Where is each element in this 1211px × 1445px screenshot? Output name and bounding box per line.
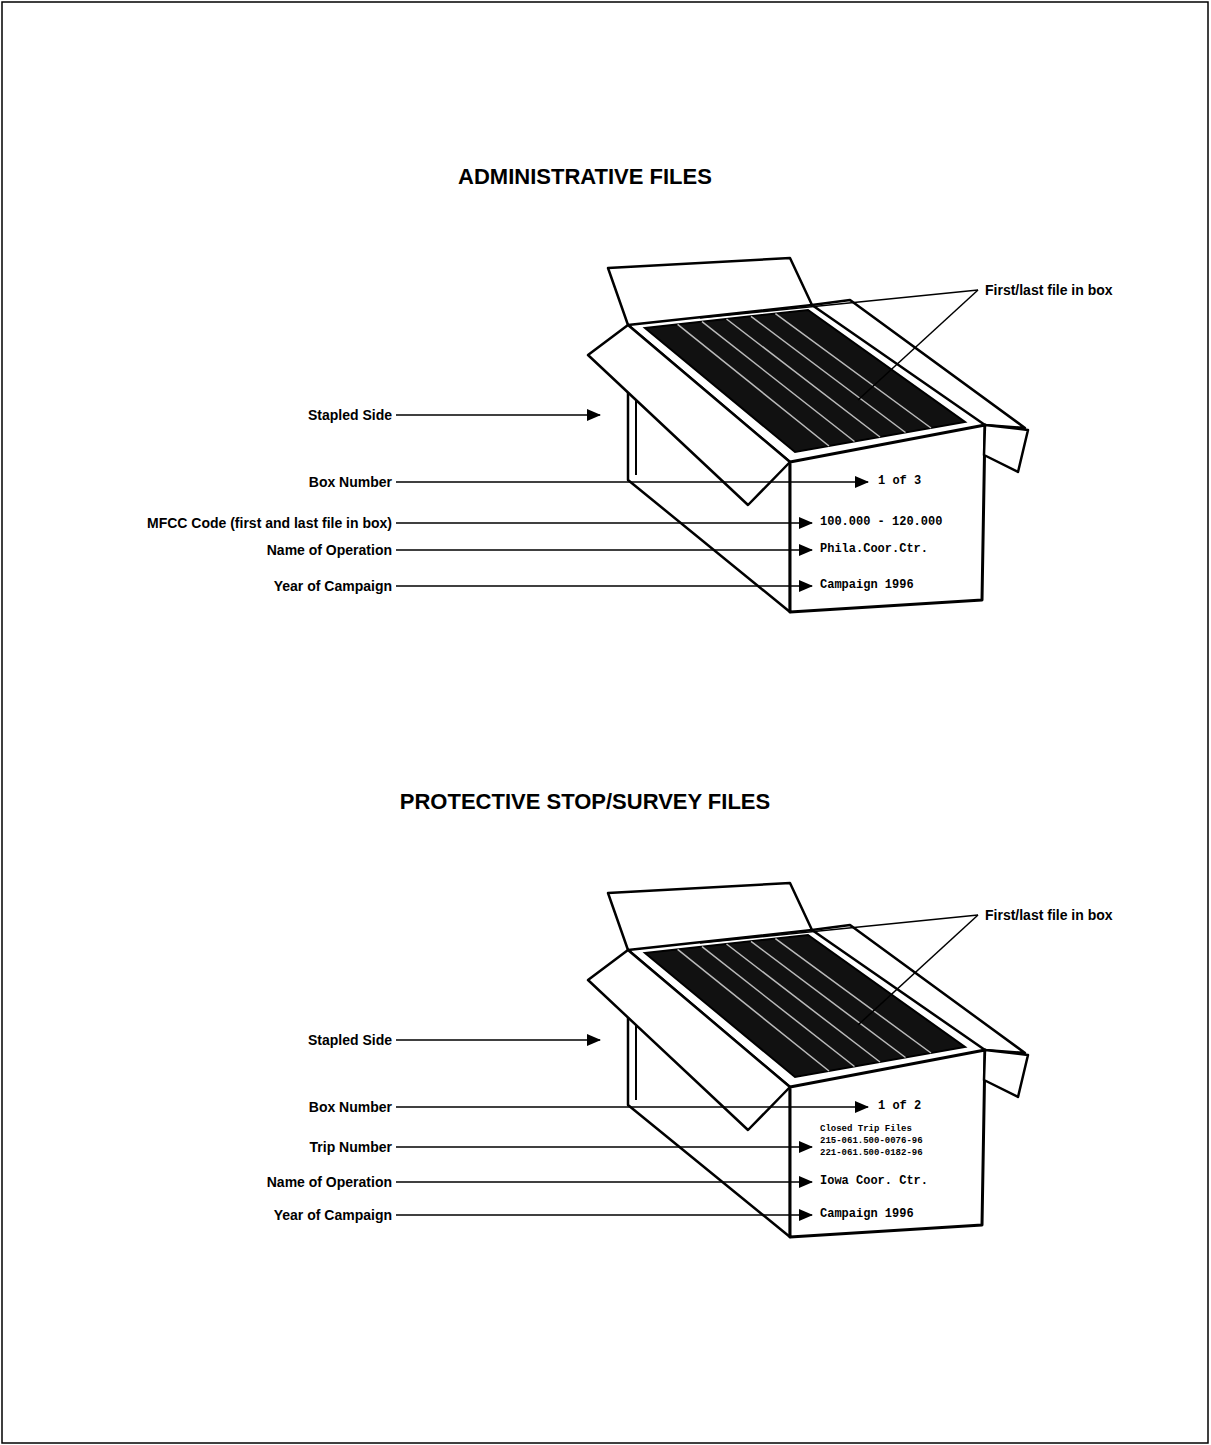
callout-label: First/last file in box [985,282,1113,298]
operation-name: Iowa Coor. Ctr. [820,1175,928,1189]
callout-label: Name of Operation [267,1174,392,1190]
callout-label: First/last file in box [985,907,1113,923]
leader-arrow [396,1214,812,1216]
callout-label: Name of Operation [267,542,392,558]
callout-label: Stapled Side [308,1032,392,1048]
file-box [588,883,1028,1237]
callout-label: Year of Campaign [274,578,392,594]
leader-arrow [396,1146,812,1148]
callout-label: MFCC Code (first and last file in box) [147,515,392,531]
section-heading: PROTECTIVE STOP/SURVEY FILES [400,789,770,814]
leader-arrow [396,1106,868,1108]
mfcc-range: 100.000 - 120.000 [820,516,942,530]
callout-label: Box Number [309,474,392,490]
campaign-year: Campaign 1996 [820,579,914,593]
leader-arrow [396,1039,600,1041]
leader-arrow [396,522,812,524]
campaign-year: Campaign 1996 [820,1208,914,1222]
leader-line [858,915,978,1025]
box-number: 1 of 3 [878,475,921,489]
callout-label: Stapled Side [308,407,392,423]
trip-number: 221-061.500-0182-96 [820,1148,923,1158]
leader-arrow [396,414,600,416]
callout-label: Trip Number [310,1139,392,1155]
callout-label: Box Number [309,1099,392,1115]
leader-line [700,290,978,318]
trip-number: 215-061.500-0076-96 [820,1136,923,1146]
leader-arrow [396,585,812,587]
section-heading: ADMINISTRATIVE FILES [458,164,712,189]
leader-line [858,290,978,400]
file-box [588,258,1028,612]
leader-line [700,915,978,943]
leader-arrow [396,481,868,483]
box-number: 1 of 2 [878,1100,921,1114]
leader-lines [396,290,978,1215]
operation-name: Phila.Coor.Ctr. [820,543,928,557]
leader-arrow [396,1181,812,1183]
trip-heading: Closed Trip Files [820,1124,912,1134]
leader-arrow [396,549,812,551]
callout-label: Year of Campaign [274,1207,392,1223]
